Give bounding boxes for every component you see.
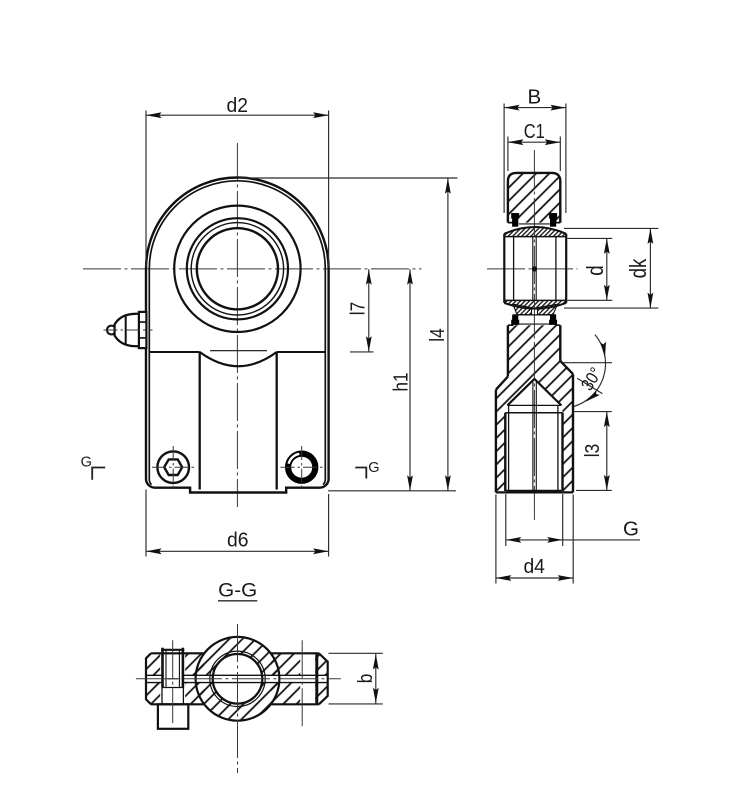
svg-text:G: G	[623, 517, 639, 540]
svg-text:b: b	[354, 674, 377, 684]
svg-text:d4: d4	[523, 555, 545, 578]
svg-text:C1: C1	[524, 121, 545, 143]
svg-text:l7: l7	[347, 302, 370, 315]
svg-text:G: G	[368, 460, 379, 476]
svg-text:B: B	[527, 85, 541, 108]
svg-text:dk: dk	[625, 258, 652, 278]
svg-text:d: d	[582, 265, 609, 275]
svg-text:h1: h1	[390, 372, 413, 391]
svg-text:l4: l4	[426, 328, 449, 341]
svg-text:G-G: G-G	[218, 580, 257, 601]
svg-text:d2: d2	[227, 94, 249, 117]
svg-text:G: G	[81, 454, 92, 470]
svg-text:l3: l3	[582, 444, 605, 457]
svg-text:d6: d6	[227, 529, 249, 552]
